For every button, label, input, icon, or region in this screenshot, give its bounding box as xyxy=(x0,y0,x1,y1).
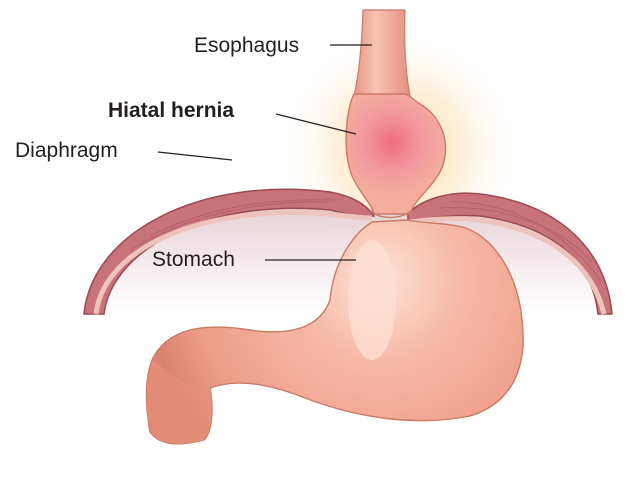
diaphragm-leader xyxy=(157,151,233,161)
diaphragm-right-inner xyxy=(409,216,607,315)
esophagus xyxy=(353,9,411,97)
diaphragm-right xyxy=(407,192,613,315)
diaphragm-striations xyxy=(129,199,601,281)
stomach-highlight xyxy=(348,240,396,360)
esophagus-label: Esophagus xyxy=(194,34,300,57)
diaphragm-left-inner xyxy=(93,210,373,315)
hiatus-constriction xyxy=(369,209,413,219)
duodenum xyxy=(146,360,212,444)
hiatal-hernia-label: Hiatal hernia xyxy=(108,99,235,122)
diaphragm-label: Diaphragm xyxy=(15,139,118,162)
leader-lines xyxy=(157,44,372,261)
stomach-label: Stomach xyxy=(152,248,235,271)
hernia-pouch xyxy=(345,93,447,215)
hiatal-hernia-leader xyxy=(275,113,357,135)
